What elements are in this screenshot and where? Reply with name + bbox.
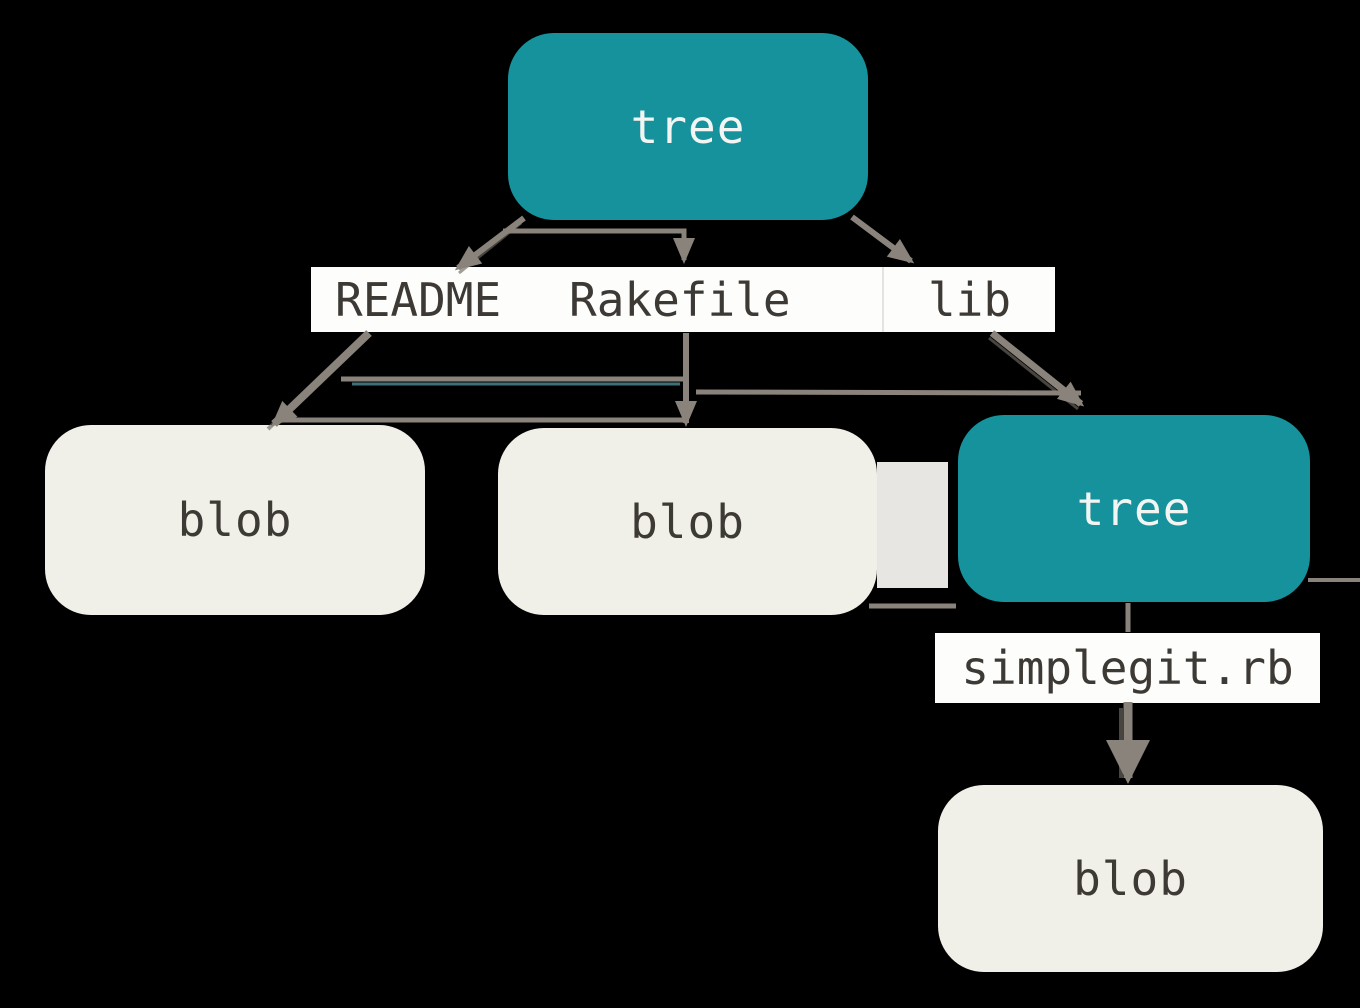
- edge-label-strip-lib: lib: [884, 267, 1055, 332]
- edge-label-readme: README: [335, 272, 502, 327]
- edge-shadow-tree-readme: [458, 221, 522, 275]
- node-blob-rakefile-label: blob: [630, 494, 745, 549]
- edge-label-lib: lib: [927, 272, 1012, 327]
- node-lib-tree-label: tree: [1076, 481, 1192, 536]
- edge-label-rakefile: Rakefile: [569, 272, 791, 327]
- ghost-panel: [877, 462, 948, 588]
- node-root-tree: tree: [508, 33, 868, 220]
- edge-lib-tree: [989, 330, 1085, 407]
- node-blob-simplegit-label: blob: [1073, 851, 1188, 906]
- edge-readme-blob: [271, 330, 372, 427]
- edge-tree-rakefile: [503, 228, 695, 264]
- edge-label-simplegit: simplegit.rb: [961, 641, 1294, 695]
- node-blob-readme: blob: [45, 425, 425, 615]
- edge-label-strip-main: README Rakefile: [311, 267, 883, 332]
- node-blob-readme-label: blob: [177, 493, 293, 547]
- edge-label-strip-simplegit: simplegit.rb: [935, 633, 1320, 703]
- node-lib-tree: tree: [958, 415, 1310, 602]
- edge-tree-lib: [850, 214, 915, 264]
- edge-tree-readme: [454, 215, 526, 271]
- node-blob-rakefile: blob: [498, 428, 877, 615]
- edge-shadow-readme-blob: [266, 336, 366, 431]
- node-root-tree-label: tree: [630, 99, 746, 154]
- node-blob-simplegit: blob: [938, 785, 1323, 972]
- edge-shadow-lib-tree: [988, 336, 1079, 411]
- connector-line-right: [695, 389, 1082, 396]
